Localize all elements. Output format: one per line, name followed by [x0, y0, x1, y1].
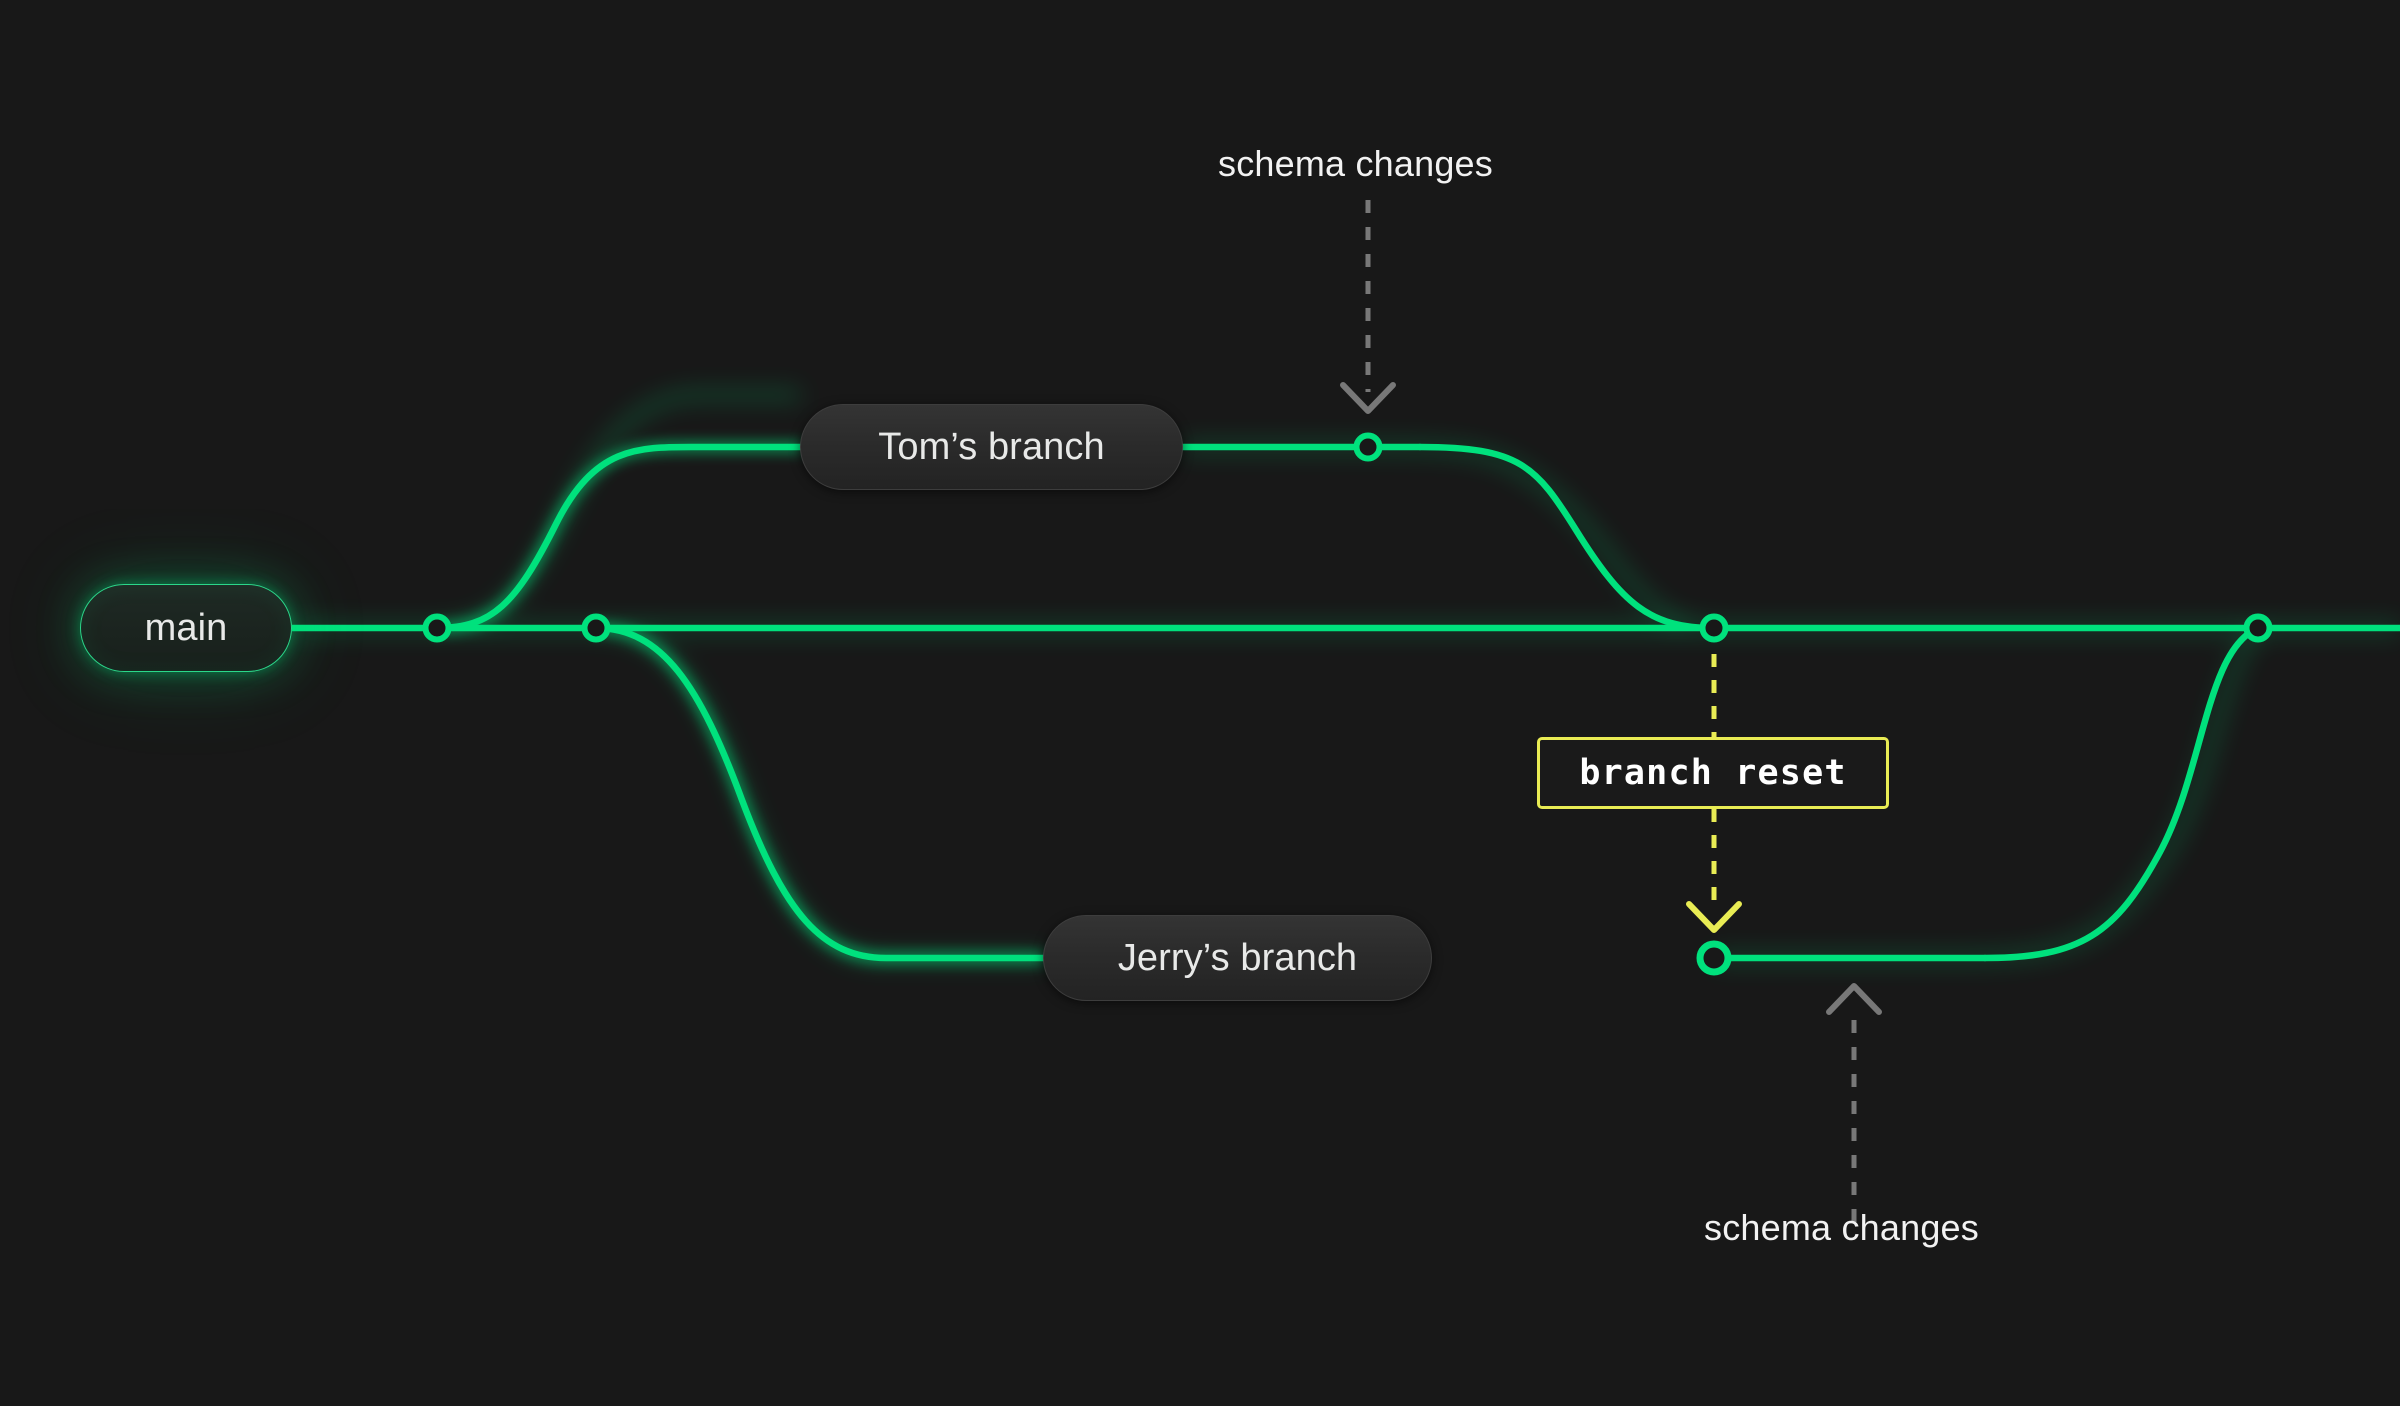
- commit-dot-reset-main: [1699, 613, 1729, 643]
- commit-dot-main-1: [422, 613, 452, 643]
- branch-pill-jerry[interactable]: Jerry’s branch: [1043, 915, 1432, 1001]
- branch-reset-callout-label: branch reset: [1579, 753, 1847, 793]
- schema-changes-bottom-arrowhead-icon: [1826, 983, 1882, 1015]
- annotation-schema-changes-top-label: schema changes: [1218, 143, 1493, 184]
- branch-pill-jerry-label: Jerry’s branch: [1117, 936, 1358, 979]
- branch-pill-tom-label: Tom’s branch: [878, 425, 1105, 468]
- commit-dot-main-2: [581, 613, 611, 643]
- jerry-branch-split-line: [592, 624, 1047, 962]
- tom-branch-merge-curve: [1416, 443, 1718, 632]
- commit-dots-layer: [422, 432, 2273, 976]
- branch-reset-callout[interactable]: branch reset: [1537, 737, 1889, 809]
- branch-pill-main-label: main: [144, 606, 228, 649]
- branch-pill-tom[interactable]: Tom’s branch: [800, 404, 1183, 490]
- tom-branch-split-line: [433, 443, 804, 632]
- annotation-schema-changes-top: schema changes: [1218, 143, 1493, 185]
- annotation-schema-changes-bottom-label: schema changes: [1704, 1207, 1979, 1248]
- branch-line-glow-layer: [292, 390, 2400, 963]
- annotation-schema-changes-bottom: schema changes: [1704, 1207, 1979, 1249]
- commit-dot-merge: [2243, 613, 2273, 643]
- commit-dot-tom: [1353, 432, 1383, 462]
- branch-pill-main[interactable]: main: [35, 539, 337, 717]
- jerry-branch-merge-curve: [1981, 624, 2262, 962]
- branch-reset-arrowhead-icon: [1686, 901, 1742, 933]
- commit-dot-jerry-reset: [1696, 940, 1732, 976]
- schema-changes-top-arrowhead-icon: [1340, 382, 1396, 414]
